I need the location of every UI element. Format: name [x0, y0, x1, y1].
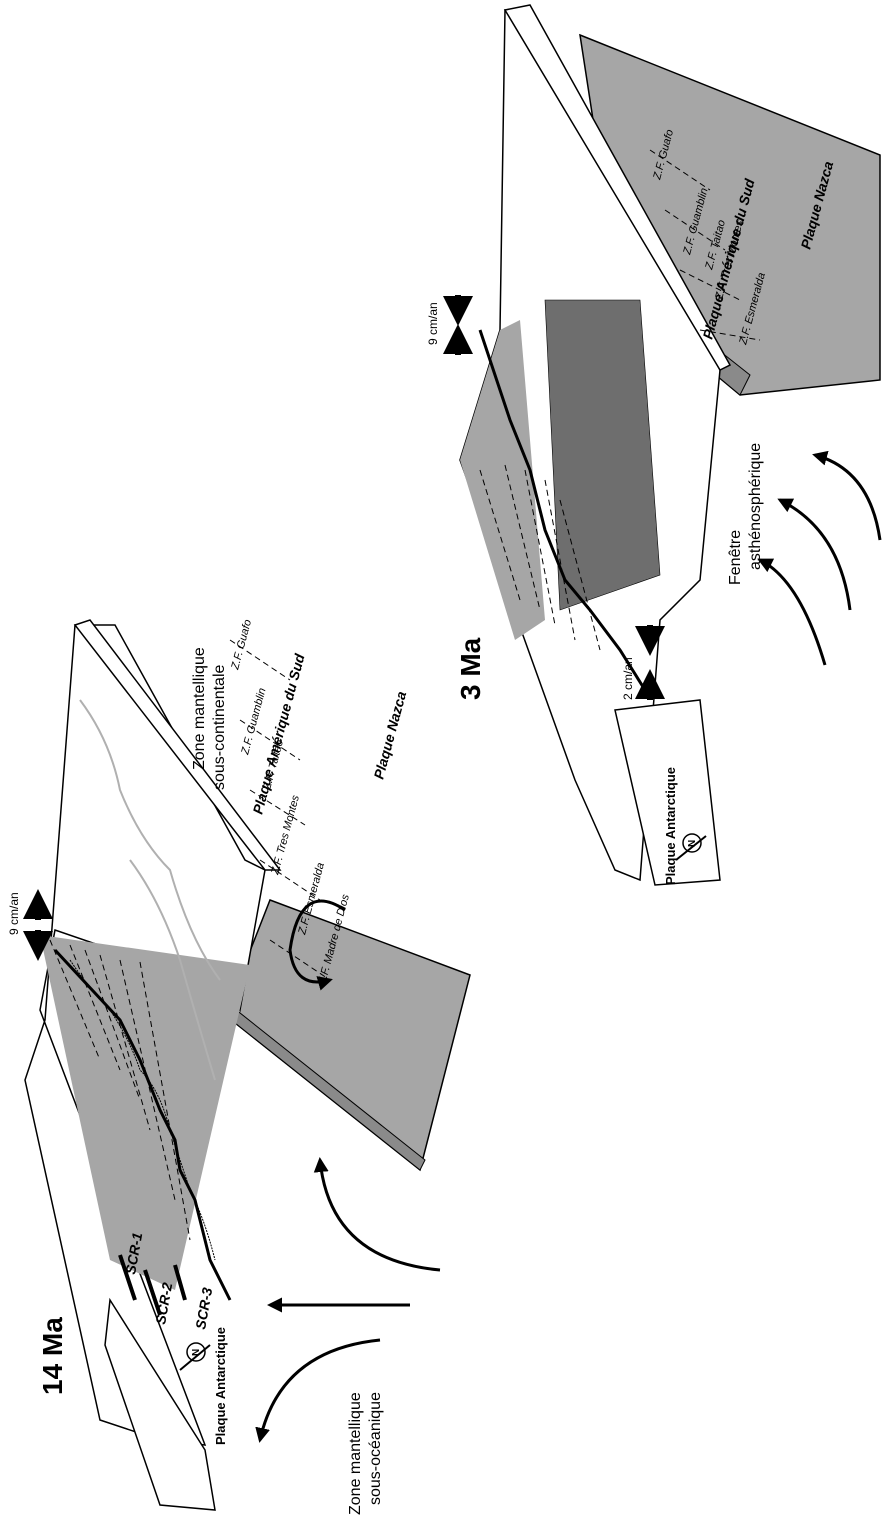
plate-nazca-14: Plaque Nazca [370, 689, 409, 781]
window-1: Fenêtre [727, 530, 744, 585]
plate-ant-14: Plaque Antarctique [213, 1327, 228, 1445]
window-arrow-2 [780, 500, 850, 610]
ridge-label-2: SCR-2 [152, 1281, 175, 1325]
plate-ant-3: Plaque Antarctique [663, 767, 678, 885]
fz-14-1: Z.F. Guafo [229, 618, 254, 671]
zone-lower-1: Zone mantellique [347, 1392, 364, 1515]
window-arrow-1 [760, 560, 825, 665]
dark-overlay-3 [545, 300, 660, 610]
ridge-label-3: SCR-3 [192, 1286, 215, 1330]
title-3ma: 3 Ma [455, 637, 486, 700]
rate-bottom-3: 2 cm/an [621, 657, 635, 700]
window-arrow-3 [815, 455, 880, 540]
plate-sa-14: Plaque Amérique du Sud [249, 652, 307, 816]
zone-lower-2: sous-océanique [367, 1392, 384, 1505]
rate-top-3: 9 cm/an [426, 302, 440, 345]
north-letter-3: N [687, 840, 698, 847]
window-2: asthénosphérique [747, 443, 764, 570]
north-letter-14: N [191, 1349, 202, 1356]
zone-upper-2: sous-continentale [211, 664, 228, 790]
rate-14: 9 cm/an [7, 892, 21, 935]
fz-14-4: Z.F. Tres Montes [269, 793, 302, 876]
zone-upper-1: Zone mantellique [191, 647, 208, 770]
title-14ma: 14 Ma [37, 1317, 68, 1395]
flow-arrow-1 [320, 1160, 440, 1270]
